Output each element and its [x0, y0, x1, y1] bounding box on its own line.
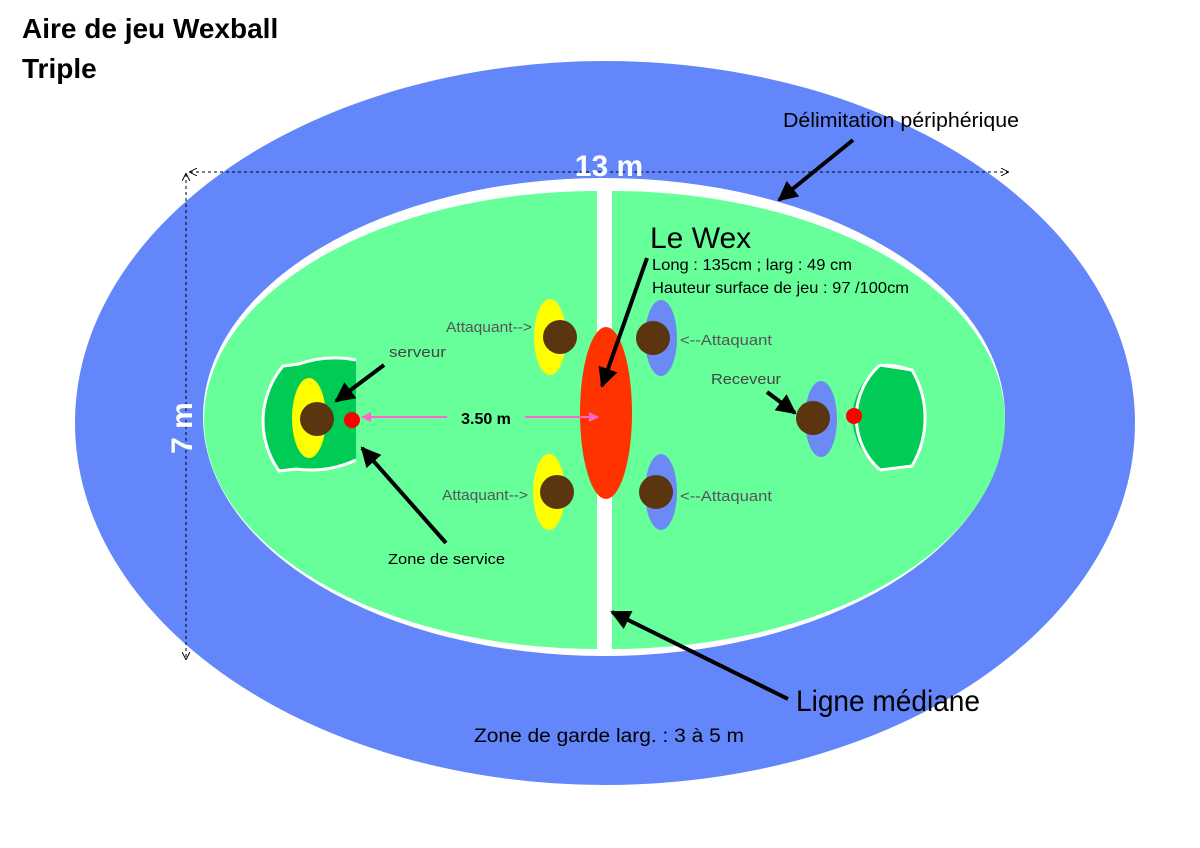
- player-attacker-right-bottom: [639, 475, 673, 509]
- wex-table: [580, 327, 632, 499]
- receiver-arrow: [765, 390, 797, 415]
- wex-arrow: [598, 257, 649, 388]
- attacker-label-left-top: Attaquant-->: [446, 319, 532, 336]
- receiver-label: Receveur: [711, 371, 781, 388]
- player-attacker-right-top: [636, 321, 670, 355]
- ball-left: [344, 412, 360, 428]
- player-receiver: [796, 401, 830, 435]
- player-server: [300, 402, 334, 436]
- title-line-1: Aire de jeu Wexball: [22, 13, 278, 44]
- attacker-label-right-bottom: <--Attaquant: [680, 488, 773, 505]
- guard-zone-label: Zone de garde larg. : 3 à 5 m: [474, 726, 744, 747]
- attacker-label-right-top: <--Attaquant: [680, 332, 773, 349]
- median-line-arrow: [610, 610, 789, 701]
- server-arrow: [334, 363, 386, 403]
- attacker-label-left-bottom: Attaquant-->: [442, 487, 528, 504]
- height-label: 7 m: [166, 402, 199, 454]
- median-line-label: Ligne médiane: [796, 685, 980, 718]
- server-label: serveur: [389, 344, 446, 361]
- perimeter-label: Délimitation périphérique: [783, 110, 1019, 132]
- service-distance-label: 3.50 m: [461, 411, 511, 428]
- title-line-2: Triple: [22, 53, 97, 84]
- player-attacker-left-top: [543, 320, 577, 354]
- perimeter-arrow: [777, 138, 855, 202]
- width-label: 13 m: [575, 150, 643, 183]
- service-zone-right: [852, 363, 927, 472]
- wex-height: Hauteur surface de jeu : 97 /100cm: [652, 280, 909, 297]
- service-distance-label-bg: [447, 405, 525, 430]
- service-zone-label: Zone de service: [388, 551, 505, 568]
- wex-title: Le Wex: [650, 222, 751, 255]
- service-zone-arrow: [360, 446, 448, 545]
- player-attacker-left-bottom: [540, 475, 574, 509]
- wex-size: Long : 135cm ; larg : 49 cm: [652, 257, 852, 274]
- ball-right: [846, 408, 862, 424]
